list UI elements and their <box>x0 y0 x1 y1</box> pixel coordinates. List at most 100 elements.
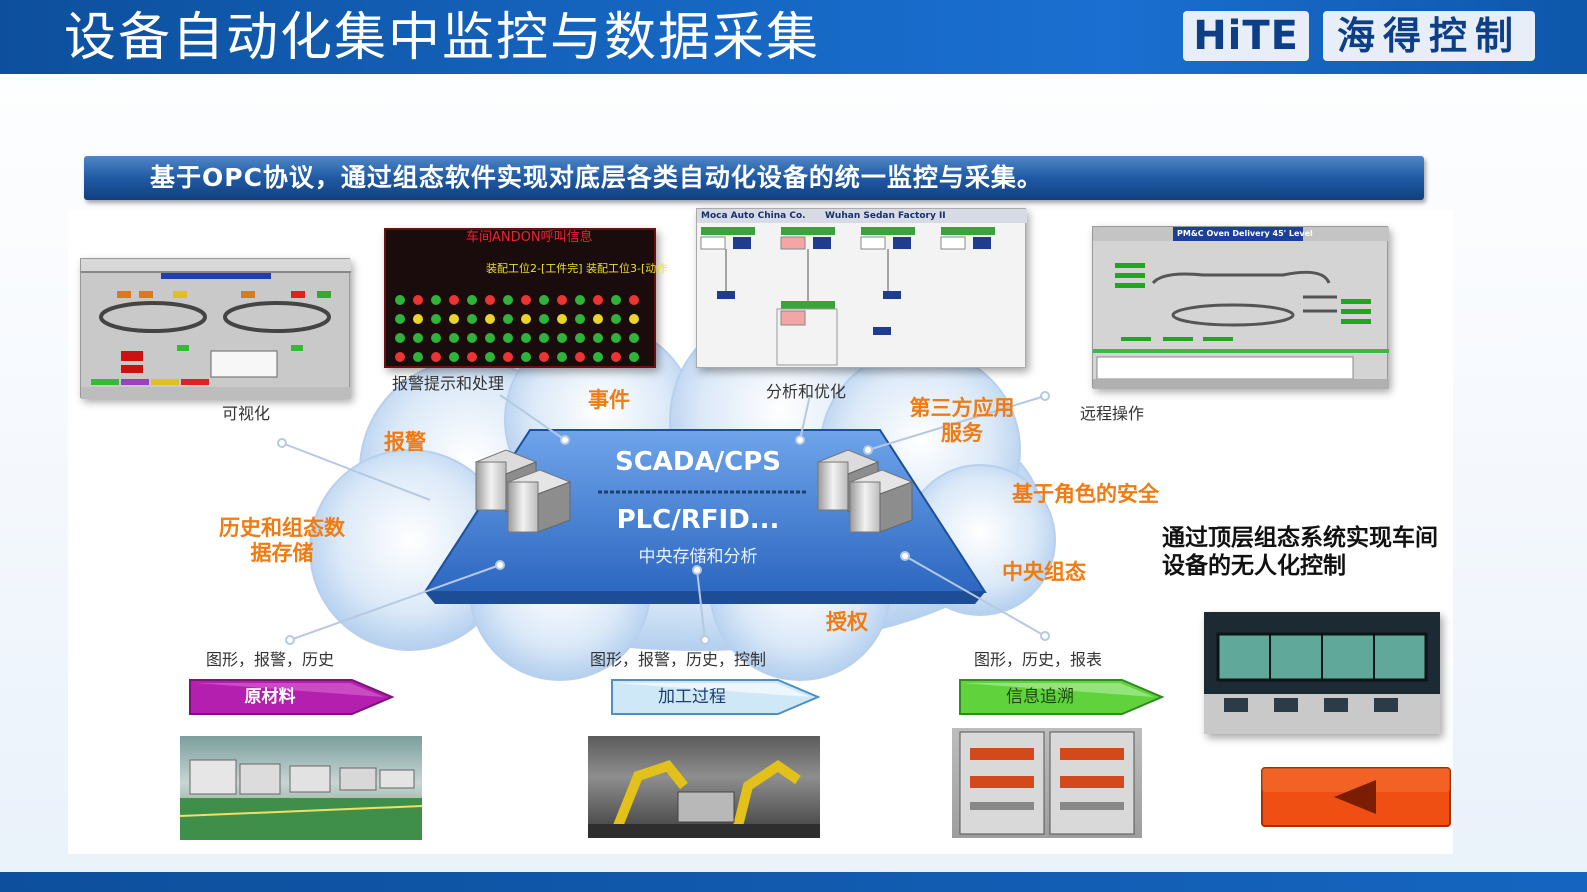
alarm-indicator-grid <box>395 295 639 362</box>
server-icon-right <box>816 449 914 533</box>
alarm-indicator-dot <box>575 333 585 343</box>
alarm-indicator-dot <box>557 333 567 343</box>
analysis-company: Moca Auto China Co. <box>701 211 806 221</box>
flow-label-raw-material: 原材料 <box>244 687 296 707</box>
analysis-factory: Wuhan Sedan Factory II <box>825 211 946 221</box>
footer-bar <box>0 872 1587 892</box>
alarm-screenshot: 车间ANDON呼叫信息 装配工位2-[工件完] 装配工位3-[动作 <box>384 228 667 368</box>
alarm-indicator-dot <box>449 314 459 324</box>
alarm-caption: 报警提示和处理 <box>392 374 505 393</box>
alarm-indicator-dot <box>575 314 585 324</box>
flow-caption-processing: 图形，报警，历史，控制 <box>590 650 767 669</box>
control-room-photo <box>1204 612 1440 734</box>
flow-arrow-processing <box>611 679 821 715</box>
visualization-hmi-graphic <box>81 259 351 399</box>
alarm-indicator-dot <box>611 352 621 362</box>
alarm-indicator-dot <box>449 333 459 343</box>
alarm-indicator-dot <box>557 295 567 305</box>
alarm-indicator-dot <box>629 352 639 362</box>
alarm-indicator-dot <box>485 295 495 305</box>
alarm-indicator-dot <box>467 314 477 324</box>
alarm-indicator-dot <box>449 352 459 362</box>
analysis-caption: 分析和优化 <box>766 382 847 401</box>
alarm-indicator-dot <box>395 333 405 343</box>
flow-arrow-info-trace <box>959 679 1165 715</box>
label-role-security: 基于角色的安全 <box>1012 482 1159 506</box>
alarm-indicator-dot <box>521 314 531 324</box>
alarm-indicator-dot <box>431 333 441 343</box>
alarm-indicator-dot <box>449 295 459 305</box>
alarm-indicator-dot <box>395 352 405 362</box>
summary-banner: 基于OPC协议，通过组态软件实现对底层各类自动化设备的统一监控与采集。 <box>84 156 1424 200</box>
visualization-caption: 可视化 <box>222 404 271 423</box>
alarm-indicator-dot <box>557 314 567 324</box>
alarm-indicator-dot <box>575 352 585 362</box>
processing-photo <box>588 736 820 838</box>
alarm-indicator-dot <box>521 333 531 343</box>
alarm-indicator-dot <box>557 352 567 362</box>
alarm-indicator-dot <box>503 333 513 343</box>
platform-scada-label: SCADA/CPS <box>615 447 781 477</box>
alarm-indicator-dot <box>485 333 495 343</box>
processing-robots-graphic <box>588 759 820 838</box>
alarm-indicator-dot <box>521 295 531 305</box>
alarm-indicator-dot <box>413 352 423 362</box>
label-third-party: 第三方应用服务 <box>909 396 1015 445</box>
platform-storage-label: 中央存储和分析 <box>638 547 758 567</box>
alarm-indicator-dot <box>503 352 513 362</box>
label-event: 事件 <box>588 388 630 412</box>
flow-caption-raw-material: 图形，报警，历史 <box>206 650 335 669</box>
logo-mark: HiTE <box>1183 11 1309 61</box>
back-button[interactable] <box>1261 767 1451 827</box>
alarm-indicator-dot <box>413 333 423 343</box>
connector-dots <box>277 391 1050 645</box>
raw-material-machines-graphic <box>179 759 423 840</box>
alarm-indicator-dot <box>575 295 585 305</box>
remote-caption: 远程操作 <box>1080 404 1145 423</box>
alarm-indicator-dot <box>611 314 621 324</box>
label-history-storage: 历史和组态数据存储 <box>219 516 345 565</box>
alarm-indicator-dot <box>503 314 513 324</box>
alarm-indicator-dot <box>467 295 477 305</box>
company-logo: HiTE 海得控制 <box>1183 6 1535 66</box>
platform-plc-label: PLC/RFID... <box>616 505 780 535</box>
alarm-indicator-dot <box>395 314 405 324</box>
alarm-indicator-dot <box>539 352 549 362</box>
flow-arrow-raw-material <box>189 679 395 715</box>
alarm-indicator-dot <box>593 352 603 362</box>
banner-text: 基于OPC协议，通过组态软件实现对底层各类自动化设备的统一监控与采集。 <box>150 163 1043 192</box>
remote-conveyor-graphic <box>1093 263 1389 389</box>
alarm-indicator-dot <box>485 352 495 362</box>
remote-title: PM&C Oven Delivery 45' Level <box>1177 229 1313 238</box>
control-room-graphic <box>1204 612 1440 734</box>
visualization-screenshot <box>80 258 351 399</box>
raw-material-photo <box>179 736 423 840</box>
alarm-indicator-dot <box>629 314 639 324</box>
side-note: 通过顶层组态系统实现车间设备的无人化控制 <box>1162 525 1438 579</box>
flow-caption-info-trace: 图形，历史，报表 <box>974 650 1103 669</box>
alarm-indicator-dot <box>431 314 441 324</box>
flow-label-processing: 加工过程 <box>658 687 726 707</box>
alarm-indicator-dot <box>503 295 513 305</box>
remote-operation-screenshot: PM&C Oven Delivery 45' Level <box>1092 226 1389 389</box>
label-authorization: 授权 <box>826 610 868 634</box>
alarm-row-text: 装配工位2-[工件完] 装配工位3-[动作 <box>486 262 668 275</box>
alarm-indicator-dot <box>413 314 423 324</box>
alarm-indicator-dot <box>593 333 603 343</box>
alarm-indicator-dot <box>539 314 549 324</box>
label-alarm: 报警 <box>384 430 426 454</box>
control-cabinet-graphic <box>959 731 1135 835</box>
connector-lines <box>281 394 1046 641</box>
logo-text: 海得控制 <box>1322 11 1535 61</box>
alarm-indicator-dot <box>593 314 603 324</box>
page-title: 设备自动化集中监控与数据采集 <box>64 8 821 68</box>
analysis-screenshot: Moca Auto China Co. Wuhan Sedan Factory … <box>696 208 1027 368</box>
alarm-indicator-dot <box>593 295 603 305</box>
alarm-indicator-dot <box>467 352 477 362</box>
alarm-indicator-dot <box>629 333 639 343</box>
analysis-flow-graphic <box>700 227 995 366</box>
alarm-title: 车间ANDON呼叫信息 <box>466 230 593 245</box>
alarm-indicator-dot <box>611 333 621 343</box>
platform-edge <box>425 592 985 604</box>
